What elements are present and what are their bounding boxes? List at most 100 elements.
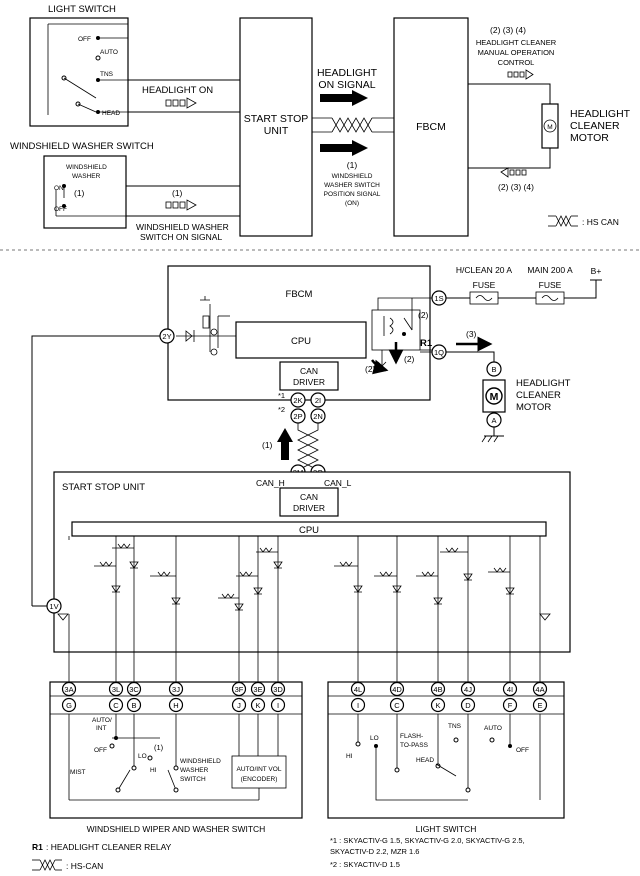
light-pins-bot-label-2: K <box>435 701 440 710</box>
pin-2i <box>310 392 326 408</box>
legend-hscan: : HS-CAN <box>66 861 103 871</box>
light-pins-top-label-3: 4J <box>464 685 472 694</box>
top-manual-arrow-icon <box>507 69 534 80</box>
wiper-mist: MIST <box>70 769 86 776</box>
can-signal-arrow-icon <box>277 428 293 460</box>
fbcm-cpu <box>235 321 367 359</box>
wiper-pins-top-1 <box>108 681 124 697</box>
pin-2k-label: 2K <box>293 396 302 405</box>
legend-hscan-icon <box>32 859 62 871</box>
light-pins-top-label-0: 4L <box>354 685 362 694</box>
light-pins-bot-2 <box>430 697 446 713</box>
wiper-pins-bot-label-2: B <box>131 701 136 710</box>
light-lo: LO <box>370 735 379 742</box>
ssu-cpu <box>71 521 547 537</box>
fuse1-label-1: H/CLEAN 20 A <box>456 265 513 275</box>
wiper-switch-contacts <box>68 714 279 801</box>
top-ws-mark1b: (1) <box>172 188 183 198</box>
fbcm-can-driver-1: CAN <box>300 366 318 376</box>
wiper-pins-top-label-2: 3C <box>129 685 139 694</box>
can-twisted-pair <box>297 423 319 471</box>
ssu-can-driver-2: DRIVER <box>293 503 325 513</box>
wiper-lo: LO <box>138 753 147 760</box>
wiper-mark1: (1) <box>154 743 164 752</box>
top-hl-signal-2: ON SIGNAL <box>318 79 375 91</box>
top-motor-1: HEADLIGHT <box>570 108 631 120</box>
top-ls-head: HEAD <box>102 110 120 117</box>
wiper-switch-title: WINDSHIELD WIPER AND WASHER SWITCH <box>87 824 266 834</box>
mark-3: (3) <box>466 329 477 339</box>
light-pins-bot-1 <box>389 697 405 713</box>
light-pins-bot-4 <box>502 697 518 713</box>
wiper-pins-top-label-6: 3D <box>273 685 283 694</box>
fuse1-label-2: FUSE <box>473 280 496 290</box>
light-pins-top-label-5: 4A <box>535 685 544 694</box>
top-manual-marks: (2) (3) (4) <box>490 25 526 35</box>
motor-label-2: CLEANER <box>516 390 561 401</box>
light-pins-top-0 <box>350 681 366 697</box>
motor-pin-a-label: A <box>491 416 496 425</box>
wiper-ws-2: WASHER <box>180 767 209 774</box>
top-ws-contact <box>55 184 126 217</box>
light-off: OFF <box>516 747 529 754</box>
top-motor-m: M <box>547 124 552 131</box>
light-pins-top-label-1: 4D <box>392 685 402 694</box>
light-switch-title: LIGHT SWITCH <box>416 824 477 834</box>
top-washer-switch-title: WINDSHIELD WASHER SWITCH <box>10 141 154 152</box>
top-hl-signal-1: HEADLIGHT <box>317 67 378 79</box>
pin-1q-label: 1Q <box>434 348 444 357</box>
motor-pin-b <box>486 361 502 377</box>
top-hs-can-legend-icon <box>548 215 578 227</box>
top-ws-label-2: WASHER <box>72 173 101 180</box>
top-hl-signal-arrow-icon <box>320 90 368 106</box>
wiper-off: OFF <box>94 747 107 754</box>
top-return-arrow-icon <box>500 167 527 178</box>
pin-2k <box>290 392 306 408</box>
mark-2c: (2) <box>365 364 376 374</box>
wiper-pins-top-3 <box>168 681 184 697</box>
mark-2b: (2) <box>404 354 415 364</box>
wiper-ws-1: WINDSHIELD <box>180 758 221 765</box>
top-start-stop-unit <box>239 17 313 237</box>
light-pins-bot-label-5: E <box>537 701 542 710</box>
wiper-pins-top-2 <box>126 681 142 697</box>
wiper-pins-bot-6 <box>270 697 286 713</box>
wiper-pins-top-label-1: 3L <box>112 685 120 694</box>
light-pins-bot-label-3: D <box>465 701 471 710</box>
pin-2n-label: 2N <box>313 412 323 421</box>
wiper-vol-1: AUTO/INT VOL <box>237 766 282 773</box>
top-ws-signal-2: SWITCH ON SIGNAL <box>140 232 222 242</box>
wiper-hi: HI <box>150 767 157 774</box>
wiper-pins-top-label-4: 3F <box>235 685 244 694</box>
wiper-pins-bot-5 <box>250 697 266 713</box>
pin-2i-label: 2I <box>315 396 321 405</box>
wiper-pins-bot-label-5: K <box>255 701 260 710</box>
legend-note1a: *1 : SKYACTIV-G 1.5, SKYACTIV-G 2.0, SKY… <box>330 836 525 845</box>
top-headlight-on-label: HEADLIGHT ON <box>142 85 213 96</box>
wiper-pins-bot-label-1: C <box>113 701 119 710</box>
top-ssu-label-2: UNIT <box>264 125 289 137</box>
motor-body <box>482 379 506 413</box>
wiper-pins-bot-4 <box>231 697 247 713</box>
top-return-marks: (2) (3) (4) <box>498 182 534 192</box>
wiper-pins-top-0 <box>61 681 77 697</box>
pin-1v-label: 1V <box>49 602 58 611</box>
top-ws-pos-mark: (1) <box>347 160 358 170</box>
top-ssu-label-1: START STOP <box>244 113 309 125</box>
can-mark-1: (1) <box>262 440 273 450</box>
light-pins-bot-label-1: C <box>394 701 400 710</box>
top-headlight-on-arrow-icon <box>165 97 197 109</box>
top-manual-2: MANUAL OPERATION <box>478 48 555 57</box>
fuse2-label-2: FUSE <box>539 280 562 290</box>
wiper-auto-int-2: INT <box>96 725 107 732</box>
top-fbcm-label: FBCM <box>416 121 446 133</box>
top-ws-on: ON <box>54 185 64 192</box>
ssu-cpu-label: CPU <box>299 525 319 536</box>
motor-label-3: MOTOR <box>516 402 551 413</box>
fbcm-transistor-circuit <box>176 296 236 356</box>
light-pins-top-label-4: 4I <box>507 685 513 694</box>
light-pins-bot-3 <box>460 697 476 713</box>
ssu-ground-right-icon <box>539 613 551 621</box>
ssu-can-driver <box>279 487 339 517</box>
